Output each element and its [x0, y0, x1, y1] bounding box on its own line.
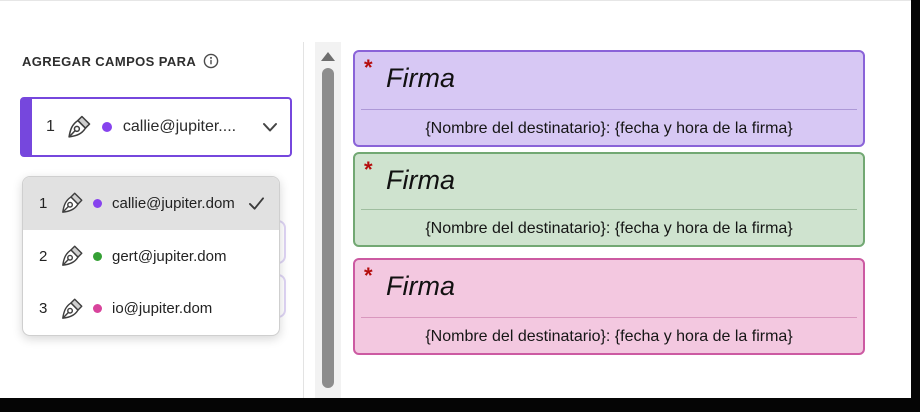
- recipient-dropdown-control[interactable]: 1 callie@jupiter....: [20, 97, 292, 157]
- recipient-email-label: gert@jupiter.dom: [112, 247, 227, 265]
- field-placeholder: {Nombre del destinatario}: {fecha y hora…: [425, 120, 793, 137]
- pen-nib-icon: [65, 113, 93, 141]
- bottom-black-bar: [0, 398, 920, 412]
- scroll-up-arrow-icon[interactable]: [321, 52, 335, 61]
- signature-field-recipient-2[interactable]: * Firma {Nombre del destinatario}: {fech…: [353, 152, 865, 247]
- signature-field-recipient-1[interactable]: * Firma {Nombre del destinatario}: {fech…: [353, 50, 865, 147]
- recipient-number: 1: [46, 118, 55, 135]
- field-title: Firma: [386, 165, 455, 195]
- right-black-strip: [911, 0, 920, 412]
- chevron-down-icon[interactable]: [262, 121, 278, 133]
- signature-field-recipient-3[interactable]: * Firma {Nombre del destinatario}: {fech…: [353, 258, 865, 355]
- field-placeholder: {Nombre del destinatario}: {fecha y hora…: [425, 220, 793, 237]
- vertical-scrollbar[interactable]: [315, 42, 341, 398]
- recipient-option-gert[interactable]: 2 gert@jupiter.dom: [23, 230, 279, 283]
- option-number: 1: [39, 194, 48, 212]
- add-fields-for-title: AGREGAR CAMPOS PARA: [22, 53, 197, 69]
- pen-nib-icon: [59, 190, 85, 216]
- header-divider: [0, 0, 911, 1]
- required-asterisk: *: [364, 157, 373, 182]
- recipient-email-label: callie@jupiter....: [122, 118, 237, 135]
- recipient-color-dot: [93, 198, 102, 208]
- recipient-color-dot: [93, 251, 102, 261]
- option-number: 3: [39, 300, 48, 318]
- field-divider: [361, 109, 857, 110]
- required-asterisk: *: [364, 55, 373, 80]
- recipient-email-label: io@jupiter.dom: [112, 300, 213, 318]
- pen-nib-icon: [59, 243, 85, 269]
- field-divider: [361, 317, 857, 318]
- recipient-option-callie[interactable]: 1 callie@jupiter.dom: [23, 177, 279, 230]
- field-title: Firma: [386, 63, 455, 93]
- checkmark-icon: [248, 196, 265, 211]
- recipient-dropdown-popup: 1 callie@jupiter.dom 2: [22, 176, 280, 336]
- recipient-color-dot: [101, 122, 112, 132]
- recipient-color-dot: [93, 304, 102, 314]
- required-asterisk: *: [364, 263, 373, 288]
- info-icon[interactable]: [203, 53, 219, 69]
- sidebar-divider: [303, 42, 304, 398]
- recipient-email-label: callie@jupiter.dom: [112, 194, 235, 212]
- field-title: Firma: [386, 271, 455, 301]
- sidebar-header: AGREGAR CAMPOS PARA: [22, 53, 219, 69]
- field-divider: [361, 209, 857, 210]
- recipient-option-io[interactable]: 3 io@jupiter.dom: [23, 282, 279, 335]
- pen-nib-icon: [59, 296, 85, 322]
- option-number: 2: [39, 247, 48, 265]
- recipient-accent-bar: [22, 99, 32, 155]
- field-placeholder: {Nombre del destinatario}: {fecha y hora…: [425, 328, 793, 345]
- scrollbar-thumb[interactable]: [322, 68, 334, 388]
